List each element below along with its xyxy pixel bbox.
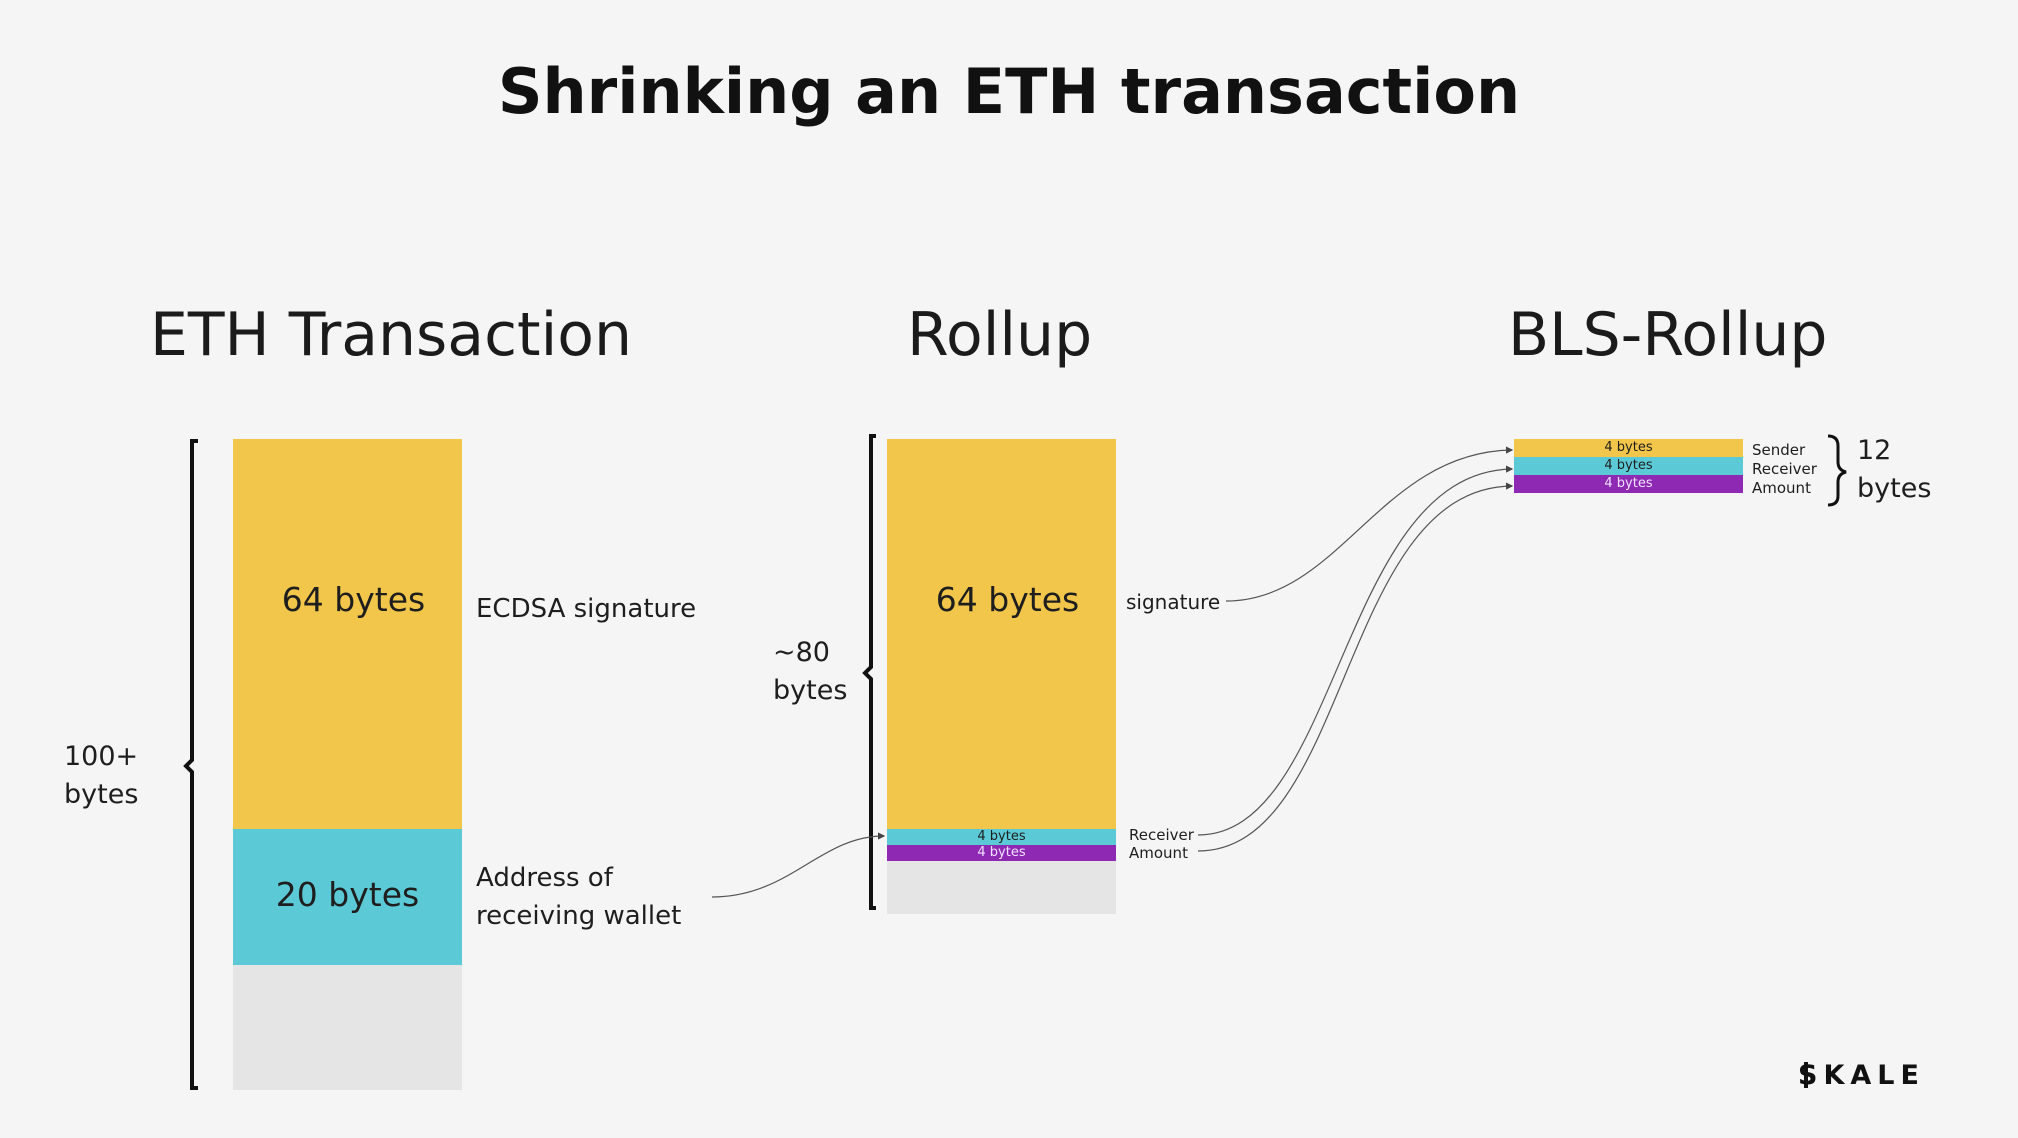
- skale-logo-mark: [1804, 1062, 1808, 1088]
- rollup-receiver-bytes: 4 bytes: [977, 829, 1026, 844]
- rollup-signature-block: 64 bytes: [887, 439, 1116, 829]
- rollup-amount-label: Amount: [1129, 844, 1188, 862]
- slide-title: Shrinking an ETH transaction: [497, 55, 1521, 128]
- eth-signature-label: ECDSA signature: [476, 594, 697, 624]
- bls-total-brace: [1827, 434, 1847, 507]
- eth-total-label: 100+ bytes: [64, 741, 139, 810]
- bls-amount-block: 4 bytes: [1514, 475, 1743, 493]
- eth-address-bytes: 20 bytes: [275, 875, 420, 914]
- bls-receiver-block: 4 bytes: [1514, 457, 1743, 475]
- bls-amount-bytes: 4 bytes: [1604, 476, 1653, 491]
- eth-transaction-heading: ETH Transaction: [150, 300, 632, 370]
- bls-total-label: 12 bytes: [1857, 435, 1932, 504]
- eth-total-bracket: [183, 439, 198, 1090]
- rollup-signature-bytes: 64 bytes: [935, 580, 1080, 619]
- eth-address-label: Address of receiving wallet: [476, 863, 682, 931]
- bls-receiver-label: Receiver: [1752, 460, 1817, 478]
- eth-signature-block: 64 bytes: [233, 439, 462, 829]
- rollup-total-label: ~80 bytes: [773, 637, 848, 706]
- rollup-total-bracket: [862, 434, 876, 910]
- amount-to-bls-amount-line: [1197, 482, 1514, 852]
- rollup-receiver-block: 4 bytes: [887, 829, 1116, 845]
- bls-sender-block: 4 bytes: [1514, 439, 1743, 457]
- rollup-signature-label: signature: [1126, 590, 1221, 614]
- rollup-amount-block: 4 bytes: [887, 845, 1116, 861]
- bls-sender-bytes: 4 bytes: [1604, 440, 1653, 455]
- eth-remaining-block: [233, 965, 462, 1090]
- skale-logo: SKALE: [1798, 1057, 1924, 1093]
- rollup-remaining-block: [887, 861, 1116, 914]
- rollup-amount-bytes: 4 bytes: [977, 845, 1026, 860]
- eth-address-block: 20 bytes: [233, 829, 462, 965]
- receiver-to-bls-receiver-line: [1197, 465, 1514, 836]
- signature-to-sender-line: [1225, 446, 1514, 602]
- bls-sender-label: Sender: [1752, 441, 1806, 459]
- bls-amount-label: Amount: [1752, 479, 1811, 497]
- bls-rollup-heading: BLS-Rollup: [1508, 300, 1828, 370]
- bls-receiver-bytes: 4 bytes: [1604, 458, 1653, 473]
- rollup-heading: Rollup: [907, 300, 1093, 370]
- rollup-receiver-label: Receiver: [1129, 826, 1194, 844]
- wallet-to-receiver-line: [711, 832, 886, 898]
- eth-signature-bytes: 64 bytes: [281, 580, 426, 619]
- skale-logo-text: SKALE: [1798, 1059, 1925, 1091]
